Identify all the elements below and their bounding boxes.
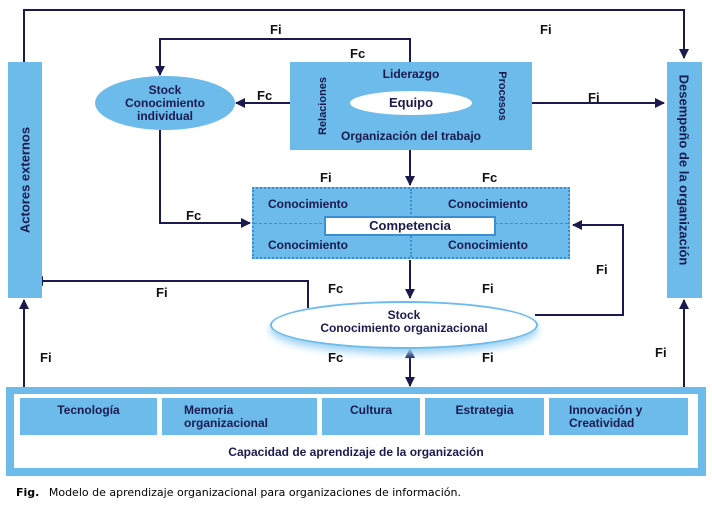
org-stock-line-2: Conocimiento organizacional (320, 321, 488, 335)
capacity-item-technology: Tecnología (20, 398, 157, 435)
org-performance-label: Desempeño de la organización (676, 74, 692, 266)
capacity-item-culture: Cultura (322, 398, 420, 435)
arrow-individual-to-competence (159, 130, 251, 228)
flow-label: Fc (257, 88, 273, 103)
capacity-item-strategy: Estrategia (425, 398, 544, 435)
capacity-item-memory: Memoria organizacional (162, 398, 317, 435)
org-stock-line-1: Stock (387, 308, 421, 322)
flow-label: Fi (588, 90, 600, 105)
individual-stock-line-1: Stock (148, 83, 182, 97)
competence-cell-bottom-right: Conocimiento (448, 238, 528, 252)
individual-stock-ellipse: Stock Conocimiento individual (95, 76, 235, 130)
individual-stock-line-3: individual (136, 109, 193, 123)
flow-label: Fi (156, 285, 168, 300)
team-center-label: Equipo (388, 95, 434, 110)
flow-label: Fc (350, 46, 366, 61)
org-performance-box: Desempeño de la organización (667, 62, 702, 298)
team-processes-label: Procesos (496, 71, 508, 121)
figure-caption: Fig. Modelo de aprendizaje organizaciona… (16, 486, 461, 499)
flow-label: Fi (596, 262, 608, 277)
capacity-title: Capacidad de aprendizaje de la organizac… (228, 445, 484, 459)
team-work-org-label: Organización del trabajo (340, 129, 482, 143)
competence-cell-top-right: Conocimiento (448, 197, 528, 211)
flow-label: Fi (320, 170, 332, 185)
arrow-stock-to-competence (535, 220, 624, 316)
arrow-team-top-to-individual (155, 38, 411, 76)
flow-label: Fi (655, 345, 667, 360)
flow-label: Fi (270, 22, 282, 37)
competence-cell-bottom-left: Conocimiento (268, 238, 348, 252)
flow-label: Fi (40, 350, 52, 365)
individual-stock-line-2: Conocimiento (125, 96, 205, 110)
competence-cell-top-left: Conocimiento (268, 197, 348, 211)
flow-label: Fc (328, 281, 344, 296)
team-relations-label: Relaciones (317, 76, 329, 136)
team-leadership-label: Liderazgo (382, 67, 440, 81)
flow-label: Fi (540, 22, 552, 37)
flow-label: Fc (482, 170, 498, 185)
actors-external-label: Actores externos (17, 126, 33, 234)
team-ellipse (350, 91, 472, 115)
competence-box: Conocimiento Conocimiento Conocimiento C… (252, 187, 570, 259)
flow-label: Fc (328, 350, 344, 365)
capacity-item-innovation: Innovación y Creatividad (549, 398, 688, 435)
arrow-stock-to-actors (33, 276, 309, 308)
flow-label: Fc (186, 208, 202, 223)
flow-label: Fi (482, 281, 494, 296)
caption-text: Modelo de aprendizaje organizacional par… (48, 486, 461, 499)
competence-center-label: Competencia (324, 216, 496, 236)
arrow-actors-to-performance (23, 9, 689, 62)
caption-prefix: Fig. (16, 486, 40, 499)
org-stock-ellipse: Stock Conocimiento organizacional (270, 301, 538, 349)
team-box: Liderazgo Equipo Relaciones Procesos Org… (290, 62, 532, 150)
flow-label: Fi (482, 350, 494, 365)
actors-external-box: Actores externos (8, 62, 42, 298)
